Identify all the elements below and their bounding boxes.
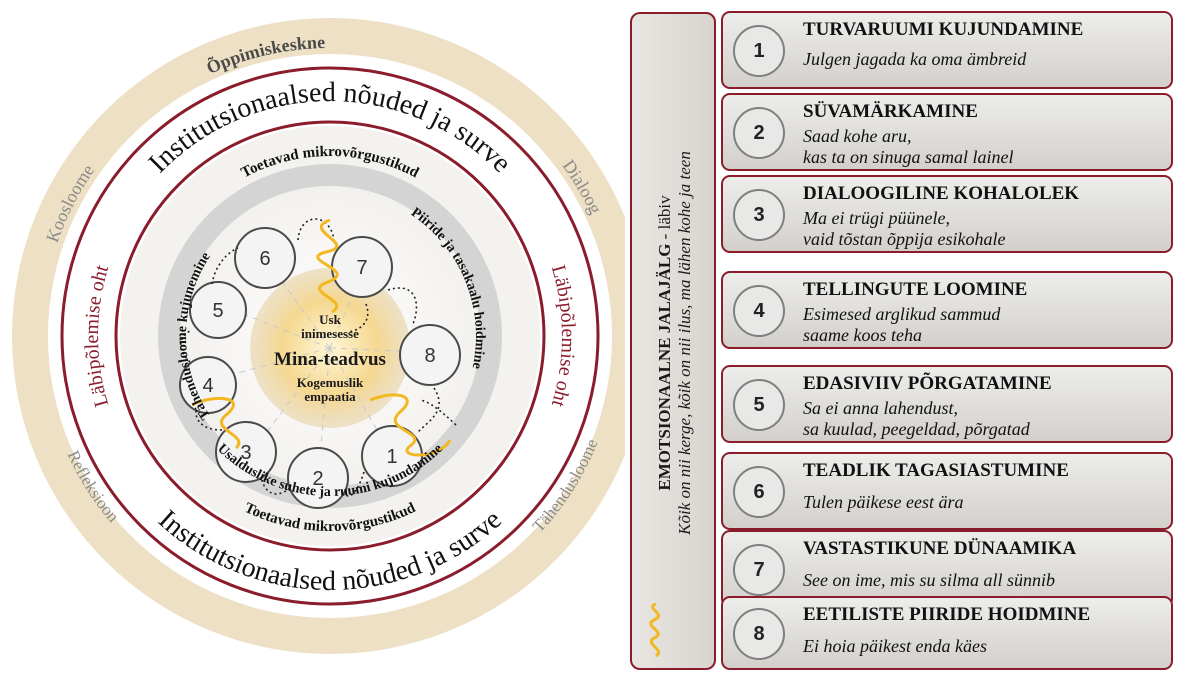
stage-arrows (180, 218, 457, 497)
emotional-footprint-text: EMOTSIONAALNE JALAJÄLG - läbiv Kõik on n… (655, 151, 695, 535)
card-line-1: Ei hoia päikest enda käes (803, 636, 987, 656)
card-2: 2 SÜVAMÄRKAMINE Saad kohe aru,kas ta on … (721, 93, 1173, 171)
card-1: 1 TURVARUUMI KUJUNDAMINE Julgen jagada k… (721, 11, 1173, 89)
stage-circle-6: 6 (234, 227, 296, 289)
card-title: DIALOOGILINE KOHALOLEK (803, 183, 1080, 204)
card-subtitle: Tulen päikese eest ära (803, 492, 963, 513)
card-line-1: Ma ei trügi püünele, (803, 208, 950, 228)
card-title: TURVARUUMI KUJUNDAMINE (803, 19, 1084, 40)
emotional-footprint-bar: EMOTSIONAALNE JALAJÄLG - läbiv Kõik on n… (630, 12, 716, 670)
card-number-badge: 1 (733, 25, 785, 77)
card-title: TELLINGUTE LOOMINE (803, 279, 1028, 300)
card-title: EETILISTE PIIRIDE HOIDMINE (803, 604, 1091, 625)
stage-circle-1: 1 (361, 425, 423, 487)
card-line-1: Julgen jagada ka oma ämbreid (803, 49, 1027, 69)
card-number-badge: 4 (733, 285, 785, 337)
svg-text:6: 6 (259, 248, 270, 270)
card-number-badge: 6 (733, 466, 785, 518)
card-6: 6 TEADLIK TAGASIASTUMINE Tulen päikese e… (721, 452, 1173, 530)
card-line-2: vaid tõstan õppija esikohale (803, 229, 1006, 249)
card-subtitle: Saad kohe aru,kas ta on sinuga samal lai… (803, 126, 1014, 168)
svg-text:8: 8 (424, 345, 435, 367)
card-subtitle: See on ime, mis su silma all sünnib (803, 570, 1055, 591)
card-line-2: kas ta on sinuga samal lainel (803, 147, 1014, 167)
card-title: TEADLIK TAGASIASTUMINE (803, 460, 1069, 481)
card-5: 5 EDASIVIIV PÕRGATAMINE Sa ei anna lahen… (721, 365, 1173, 443)
card-subtitle: Ei hoia päikest enda käes (803, 636, 987, 657)
svg-text:3: 3 (240, 442, 251, 464)
card-number-badge: 5 (733, 379, 785, 431)
card-title: EDASIVIIV PÕRGATAMINE (803, 373, 1052, 394)
center-self-awareness: Mina-teadvus (274, 349, 386, 370)
card-subtitle: Ma ei trügi püünele,vaid tõstan õppija e… (803, 208, 1005, 250)
card-line-2: sa kuulad, peegeldad, põrgatad (803, 419, 1030, 439)
card-line-1: Sa ei anna lahendust, (803, 398, 958, 418)
card-number-badge: 8 (733, 608, 785, 660)
card-title: SÜVAMÄRKAMINE (803, 101, 978, 122)
card-number-badge: 7 (733, 544, 785, 596)
card-8: 8 EETILISTE PIIRIDE HOIDMINE Ei hoia päi… (721, 596, 1173, 670)
svg-text:7: 7 (356, 257, 367, 279)
stage-circle-8: 8 (399, 324, 461, 386)
center-empathy-1: Kogemuslik (297, 375, 364, 390)
center-belief-1: Usk (319, 312, 341, 327)
spiral-decorations (191, 218, 452, 457)
center-empathy-2: empaatia (304, 389, 356, 404)
circular-diagram: 6 7 5 8 4 3 1 2 Õppimiskeskne lähenemine… (0, 0, 625, 654)
emotional-footprint-title: EMOTSIONAALNE JALAJÄLG (655, 243, 674, 491)
svg-text:4: 4 (202, 375, 213, 397)
card-4: 4 TELLINGUTE LOOMINE Esimesed arglikud s… (721, 271, 1173, 349)
card-number-badge: 2 (733, 107, 785, 159)
stage-circle-2: 2 (287, 447, 349, 509)
card-subtitle: Julgen jagada ka oma ämbreid (803, 49, 1026, 70)
card-title: VASTASTIKUNE DÜNAAMIKA (803, 538, 1077, 559)
stage-circles: 6 7 5 8 4 3 1 2 (179, 227, 461, 509)
svg-text:5: 5 (212, 300, 223, 322)
card-subtitle: Sa ei anna lahendust,sa kuulad, peegelda… (803, 398, 1030, 440)
stage-circle-7: 7 (331, 236, 393, 298)
card-number-badge: 3 (733, 189, 785, 241)
card-line-1: Tulen päikese eest ära (803, 492, 964, 512)
svg-text:1: 1 (386, 446, 397, 468)
emotional-footprint-suffix: - läbiv (655, 195, 674, 244)
svg-text:2: 2 (312, 468, 323, 490)
card-line-2: saame koos teha (803, 325, 922, 345)
spiral-icon (649, 602, 661, 658)
card-line-1: Esimesed arglikud sammud (803, 304, 1001, 324)
center-belief-2: inimesesse (301, 326, 359, 341)
emotional-footprint-quote: Kõik on nii kerge, kõik on nii ilus, ma … (675, 151, 694, 535)
card-line-1: See on ime, mis su silma all sünnib (803, 570, 1055, 590)
card-line-1: Saad kohe aru, (803, 126, 912, 146)
stage-circle-3: 3 (215, 421, 277, 483)
stage-circle-5: 5 (189, 281, 247, 339)
card-3: 3 DIALOOGILINE KOHALOLEK Ma ei trügi püü… (721, 175, 1173, 253)
